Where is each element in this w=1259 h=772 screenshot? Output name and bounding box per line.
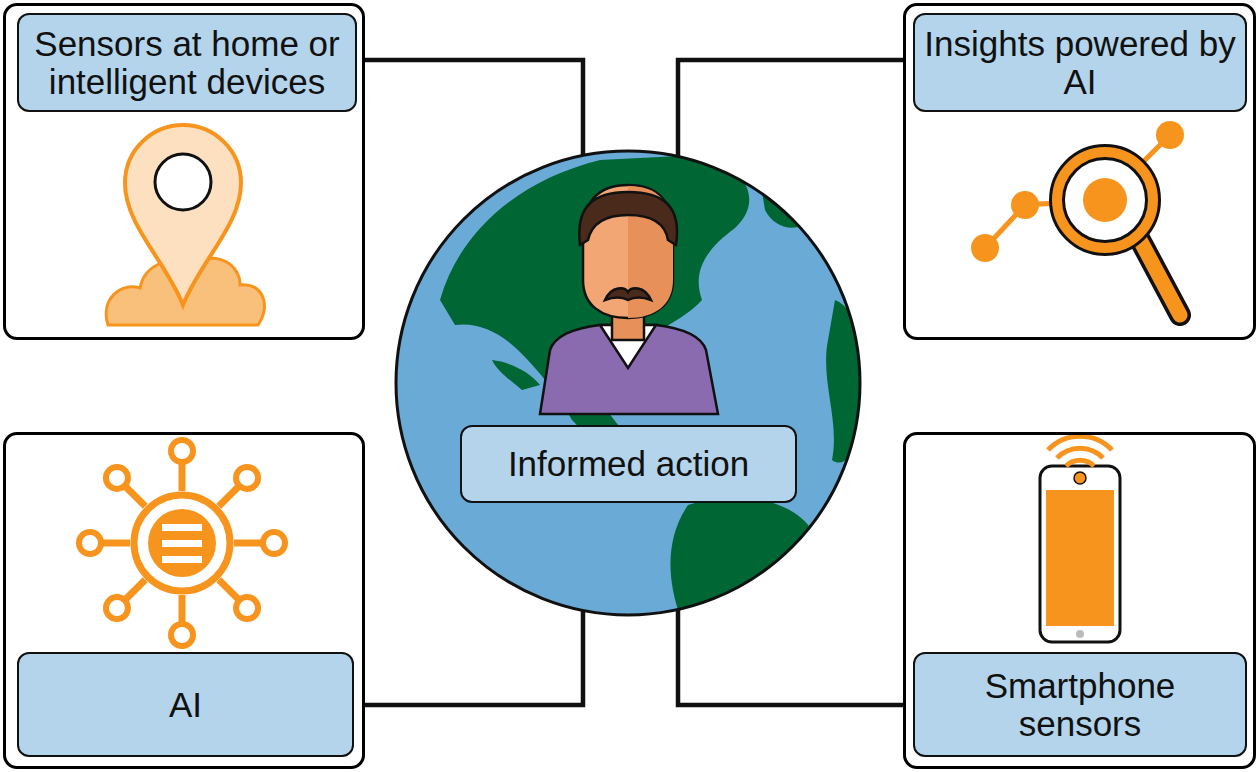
magnifier-graph-icon — [971, 121, 1184, 315]
magnifier-graph-icon — [1156, 121, 1184, 149]
hub-spoke — [219, 580, 239, 600]
hub-spoke — [102, 540, 130, 547]
magnifier-graph-icon — [971, 234, 999, 262]
person-illustration — [605, 288, 651, 300]
hub-spoke-end — [106, 467, 128, 489]
ai-hub-icon — [162, 540, 202, 547]
hub-spoke — [234, 540, 262, 547]
hub-spoke — [179, 595, 186, 623]
globe-illustration — [760, 177, 816, 227]
label-box: Informed action — [460, 425, 797, 503]
ai-hub-icon — [162, 556, 202, 563]
panel-grounds — [904, 433, 1255, 768]
panel-grounds — [4, 4, 364, 339]
connector-line — [678, 610, 903, 705]
smartphone-icon — [1057, 448, 1103, 458]
globe-illustration — [492, 360, 540, 390]
node-label: Insights powered by AI — [923, 25, 1237, 101]
panel-grounds — [904, 4, 1255, 339]
magnifier-graph-icon — [1057, 152, 1153, 248]
smartphone-icon — [1048, 436, 1112, 450]
input-panel: Sensors at home or intelligent devices — [3, 3, 365, 340]
magnifier-graph-icon — [1011, 191, 1039, 219]
magnifier-graph-icon — [1083, 178, 1127, 222]
smartphone-icon — [1040, 436, 1120, 642]
panel-grounds — [4, 4, 1255, 768]
node-label: Smartphone sensors — [923, 667, 1237, 743]
hub-spoke-end — [236, 467, 258, 489]
globe-node: Informed action — [396, 151, 860, 615]
ai-hub-icon — [148, 509, 216, 577]
smartphone-icon — [1046, 490, 1114, 626]
label-box: Smartphone sensors — [913, 652, 1247, 757]
smartphone-icon — [1074, 472, 1086, 484]
hub-spoke-end — [236, 597, 258, 619]
person-illustration — [540, 185, 718, 414]
ai-hub-icon — [79, 440, 285, 646]
hub-spoke — [179, 463, 186, 491]
globe-illustration — [440, 155, 866, 616]
ai-hub-icon — [162, 524, 202, 531]
label-box: Sensors at home or intelligent devices — [17, 13, 357, 112]
hub-spoke — [125, 486, 145, 506]
label-box: Insights powered by AI — [913, 13, 1247, 112]
hub-spoke-end — [263, 532, 285, 554]
smartphone-icon — [1076, 630, 1084, 638]
node-label: Sensors at home or intelligent devices — [27, 25, 347, 101]
hub-spoke-end — [79, 532, 101, 554]
person-illustration — [579, 192, 677, 245]
input-panel: AI — [3, 432, 365, 769]
input-panel: Smartphone sensors — [903, 432, 1256, 769]
node-label: Informed action — [508, 445, 749, 483]
output-panel: Insights powered by AI — [903, 3, 1256, 340]
globe-illustration — [396, 151, 860, 615]
connector-line — [365, 60, 583, 155]
globe-illustration — [670, 497, 812, 616]
node-label: AI — [169, 686, 202, 724]
panel-grounds — [4, 433, 364, 768]
hub-spoke-end — [171, 440, 193, 462]
ai-hub-icon — [134, 495, 230, 591]
globe-illustration — [396, 151, 860, 615]
hub-spoke-end — [106, 597, 128, 619]
globe-illustration — [396, 151, 866, 616]
connector-line — [365, 611, 583, 705]
hub-spoke — [219, 486, 239, 506]
smartphone-icon — [1066, 460, 1094, 466]
label-box: AI — [17, 652, 354, 757]
smartphone-icon — [1040, 466, 1120, 642]
hub-spoke — [125, 580, 145, 600]
magnifier-graph-icon — [1140, 240, 1180, 315]
magnifier-graph-icon — [1140, 240, 1180, 315]
hub-spoke-end — [171, 624, 193, 646]
magnifier-graph-icon — [985, 135, 1170, 248]
location-pin-icon — [125, 125, 241, 305]
location-pin-icon — [106, 125, 264, 325]
location-pin-icon — [155, 154, 211, 210]
magnifier-graph-icon — [1057, 152, 1153, 248]
connector-line — [678, 60, 903, 156]
